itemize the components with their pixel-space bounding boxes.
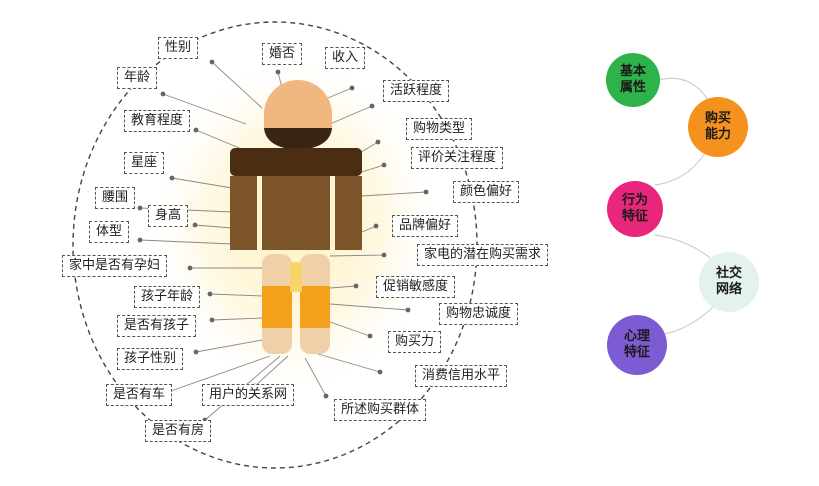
leader-line-relationship-network [254,355,289,387]
leader-dot-body-type [137,237,143,243]
category-label-basic: 基本 属性 [619,64,646,95]
leader-line-purchase-group [304,357,327,397]
tag-waist: 腰围 [95,187,136,209]
person-figure [230,80,362,354]
tag-marital: 婚否 [262,43,303,65]
leader-dot-brand-pref [373,223,379,229]
leader-line-credit-level [317,353,381,373]
person-left-pants [262,286,292,328]
leader-line-child-age [209,293,263,297]
category-circle-purchase: 购买 能力 [688,97,748,157]
tag-has-children: 是否有孩子 [117,315,197,337]
tag-age: 年龄 [117,67,158,89]
leader-line-purchasing-power [329,321,371,337]
person-waist-strip [290,262,302,292]
leader-line-color-pref [361,191,427,197]
leader-line-brand-pref [361,225,377,233]
leader-dot-marital [275,69,281,75]
person-shoulders [230,148,362,176]
leader-dot-loyalty [405,307,411,313]
person-left-arm [230,176,257,250]
tag-relationship-network: 用户的关系网 [202,384,295,406]
tag-gender: 性别 [158,37,199,59]
leader-dot-child-gender [193,349,199,355]
leader-line-has-children [211,317,263,321]
category-label-social: 社交 网络 [715,266,742,297]
tag-has-car: 是否有车 [106,384,173,406]
category-circle-psych: 心理 特征 [607,315,667,375]
leader-line-constellation [171,177,233,189]
leader-dot-pregnant [187,265,193,271]
tag-child-gender: 孩子性别 [117,348,184,370]
tag-child-age: 孩子年龄 [134,286,201,308]
category-label-purchase: 购买 能力 [704,111,731,142]
leader-line-child-gender [195,339,263,353]
category-circle-behavior: 行为 特征 [607,181,663,237]
tag-activity: 活跃程度 [383,80,450,102]
category-label-psych: 心理 特征 [623,329,650,360]
tag-pregnant: 家中是否有孕妇 [62,255,168,277]
tag-constellation: 星座 [124,152,165,174]
leader-dot-activity [369,103,375,109]
tag-loyalty: 购物忠诚度 [439,303,519,325]
leader-dot-height [192,222,198,228]
leader-dot-constellation [169,175,175,181]
tag-purchasing-power: 购买力 [388,331,442,353]
leader-line-education [195,129,245,151]
leader-dot-age [160,91,166,97]
leader-line-age [162,93,247,125]
tag-shopping-type: 购物类型 [406,118,473,140]
leader-line-gender [211,61,263,109]
person-beard [264,128,332,150]
leader-dot-promo-sensitivity [353,283,359,289]
person-right-arm [335,176,362,250]
person-right-pants [300,286,330,328]
leader-line-body-type [139,239,233,245]
leader-dot-waist [137,205,143,211]
leader-line-has-car [167,355,271,393]
leader-line-loyalty [329,303,409,311]
leader-dot-credit-level [377,369,383,375]
tag-education: 教育程度 [124,110,191,132]
tag-appliance-demand: 家电的潜在购买需求 [417,244,549,266]
leader-dot-color-pref [423,189,429,195]
person-head [264,80,332,128]
leader-dot-child-age [207,291,213,297]
leader-dot-education [193,127,199,133]
tag-credit-level: 消费信用水平 [415,365,508,387]
category-circle-social: 社交 网络 [699,252,759,312]
leader-dot-gender [209,59,215,65]
leader-line-appliance-demand [329,254,385,257]
tag-color-pref: 颜色偏好 [453,181,520,203]
category-circle-basic: 基本 属性 [606,53,660,107]
tag-promo-sensitivity: 促销敏感度 [376,276,456,298]
leader-dot-shopping-type [375,139,381,145]
leader-line-promo-sensitivity [329,285,357,289]
tag-body-type: 体型 [89,221,130,243]
leader-line-activity [329,105,373,125]
leader-dot-income [349,85,355,91]
tag-brand-pref: 品牌偏好 [392,215,459,237]
leader-dot-has-children [209,317,215,323]
tag-purchase-group: 所述购买群体 [334,399,427,421]
category-label-behavior: 行为 特征 [621,193,648,224]
leader-line-review-attention [361,164,385,173]
leader-dot-purchasing-power [367,333,373,339]
leader-line-height [194,224,233,229]
tag-income: 收入 [325,47,366,69]
leader-dot-purchase-group [323,393,329,399]
person-torso [262,176,330,250]
tag-height: 身高 [148,205,189,227]
tag-review-attention: 评价关注程度 [411,147,504,169]
tag-has-house: 是否有房 [145,420,212,442]
leader-dot-appliance-demand [381,252,387,258]
leader-dot-review-attention [381,162,387,168]
